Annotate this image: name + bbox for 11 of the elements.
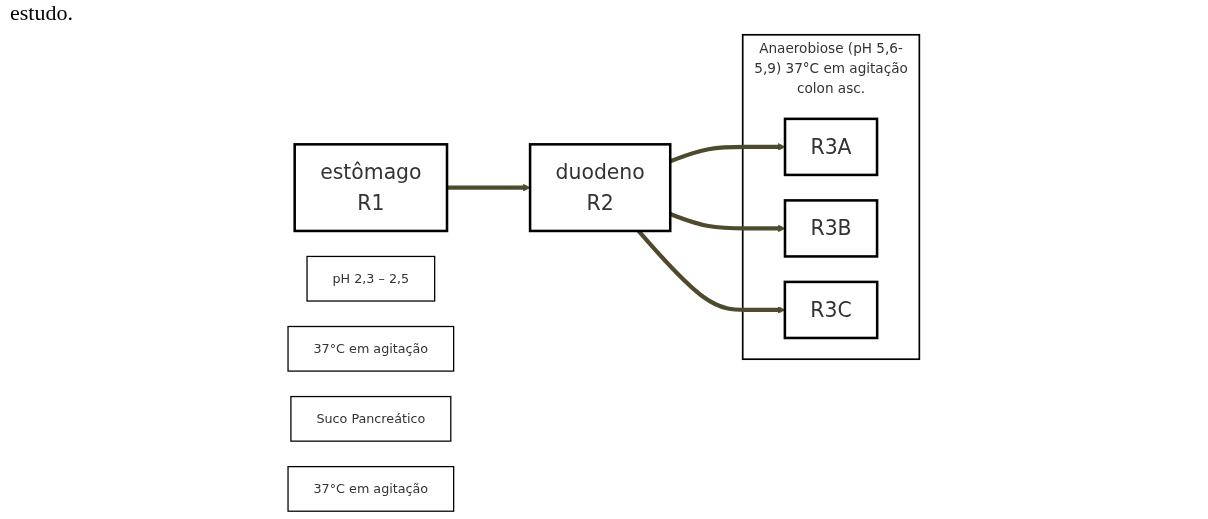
node-box: Suco Pancreático xyxy=(290,395,452,442)
node-box: duodeno R2 xyxy=(529,143,672,233)
node-box: R3C xyxy=(783,280,879,340)
arrow xyxy=(447,183,531,192)
node-box: R3A xyxy=(784,117,879,177)
node-box: R3B xyxy=(784,199,879,258)
node-box: pH 2,3 – 2,5 xyxy=(306,255,436,302)
node-box: estômago R1 xyxy=(293,143,449,233)
node-box: 37°C em agitação xyxy=(287,325,455,372)
node-box: 37°C em agitação xyxy=(287,466,455,512)
note-text: estudo. xyxy=(10,0,73,26)
